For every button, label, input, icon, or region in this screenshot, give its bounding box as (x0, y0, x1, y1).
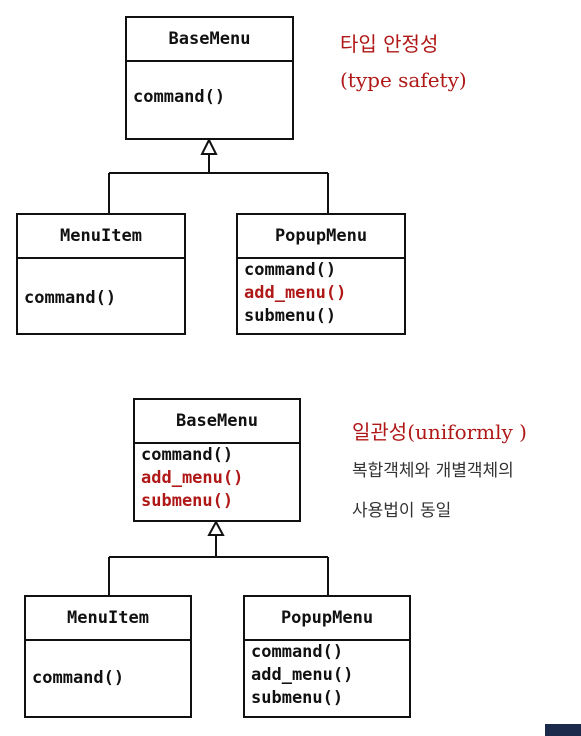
method-submenu: submenu() (244, 306, 337, 326)
method-command: command() (24, 288, 117, 308)
d2-popupmenu-methods: command() add_menu() submenu() (245, 641, 409, 710)
method-command: command() (141, 445, 234, 465)
d2-basemenu-class: BaseMenu command() add_menu() submenu() (133, 398, 301, 522)
d1-menuitem-class: MenuItem command() (16, 213, 186, 335)
d2-menuitem-methods: command() (26, 641, 190, 690)
method-add-menu: add_menu() (251, 665, 354, 685)
d1-basemenu-name: BaseMenu (127, 18, 292, 62)
d1-menuitem-methods: command() (18, 259, 184, 310)
d2-menuitem-name: MenuItem (26, 597, 190, 641)
method-submenu: submenu() (251, 688, 344, 708)
d2-note-line-2: 사용법이 동일 (352, 501, 452, 521)
d2-note-line-1: 복합객체와 개별객체의 (352, 461, 514, 481)
d2-menuitem-class: MenuItem command() (24, 595, 192, 718)
method-command: command() (133, 87, 226, 107)
d1-popupmenu-name: PopupMenu (238, 215, 404, 259)
d1-note-subtitle: (type safety) (340, 68, 467, 92)
d2-note-title: 일관성(uniformly ) (352, 420, 527, 444)
method-command: command() (32, 668, 125, 688)
corner-strip (545, 724, 581, 736)
method-add-menu: add_menu() (141, 468, 244, 488)
method-add-menu: add_menu() (244, 283, 347, 303)
d2-basemenu-methods: command() add_menu() submenu() (135, 444, 299, 513)
d2-basemenu-name: BaseMenu (135, 400, 299, 444)
d1-note-title: 타입 안정성 (340, 32, 439, 56)
d1-basemenu-class: BaseMenu command() (125, 16, 294, 140)
d1-basemenu-methods: command() (127, 62, 292, 109)
d1-popupmenu-methods: command() add_menu() submenu() (238, 259, 404, 328)
inheritance-arrow-1 (200, 137, 218, 155)
d2-popupmenu-class: PopupMenu command() add_menu() submenu() (243, 595, 411, 718)
d1-menuitem-name: MenuItem (18, 215, 184, 259)
method-submenu: submenu() (141, 491, 234, 511)
d1-popupmenu-class: PopupMenu command() add_menu() submenu() (236, 213, 406, 335)
method-command: command() (251, 642, 344, 662)
inheritance-arrow-2 (207, 519, 225, 536)
method-command: command() (244, 260, 337, 280)
d2-popupmenu-name: PopupMenu (245, 597, 409, 641)
